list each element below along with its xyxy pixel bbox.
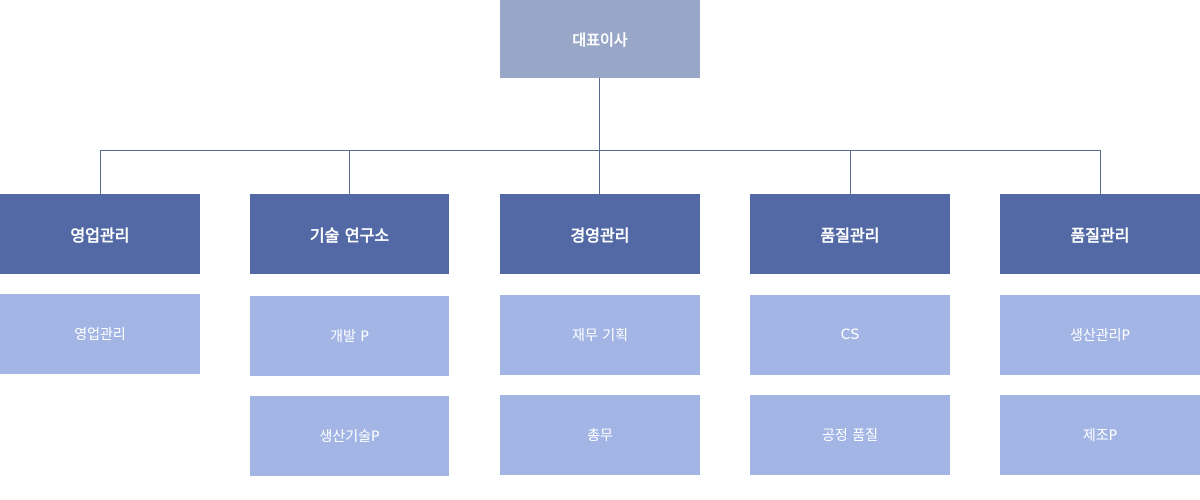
connector-dept-3 <box>599 150 600 194</box>
team-label: 제조P <box>1082 428 1118 444</box>
ceo-box: 대표이사 <box>500 0 700 78</box>
team-box: 제조P <box>1000 395 1200 475</box>
team-label: 영업관리 <box>74 327 126 343</box>
team-label: 개발 P <box>330 329 369 345</box>
department-box-rnd: 기술 연구소 <box>250 194 449 274</box>
department-label: 품질관리 <box>1070 226 1130 245</box>
team-box: 재무 기획 <box>500 295 700 375</box>
department-label: 기술 연구소 <box>309 226 390 245</box>
team-box: 영업관리 <box>0 294 200 374</box>
connector-horizontal <box>100 150 1101 151</box>
team-label: CS <box>840 327 860 343</box>
ceo-label: 대표이사 <box>572 30 628 49</box>
team-box: 개발 P <box>250 296 449 376</box>
department-label: 품질관리 <box>820 226 880 245</box>
team-box: 생산관리P <box>1000 295 1200 375</box>
department-box-quality-2: 품질관리 <box>1000 194 1200 274</box>
connector-dept-4 <box>850 150 851 194</box>
connector-dept-5 <box>1100 150 1101 194</box>
team-label: 재무 기획 <box>572 328 628 344</box>
team-box: 총무 <box>500 395 700 475</box>
team-label: 공정 품질 <box>822 428 878 444</box>
team-label: 생산관리P <box>1070 328 1130 344</box>
connector-dept-2 <box>349 150 350 194</box>
department-box-management: 경영관리 <box>500 194 700 274</box>
department-box-quality: 품질관리 <box>750 194 950 274</box>
department-label: 영업관리 <box>70 226 130 245</box>
connector-dept-1 <box>100 150 101 194</box>
team-box: 생산기술P <box>250 396 449 476</box>
team-box: CS <box>750 295 950 375</box>
department-label: 경영관리 <box>570 226 630 245</box>
department-box-sales: 영업관리 <box>0 194 200 274</box>
team-box: 공정 품질 <box>750 395 950 475</box>
team-label: 생산기술P <box>319 429 380 445</box>
connector-ceo-down <box>599 78 600 150</box>
team-label: 총무 <box>587 428 613 444</box>
